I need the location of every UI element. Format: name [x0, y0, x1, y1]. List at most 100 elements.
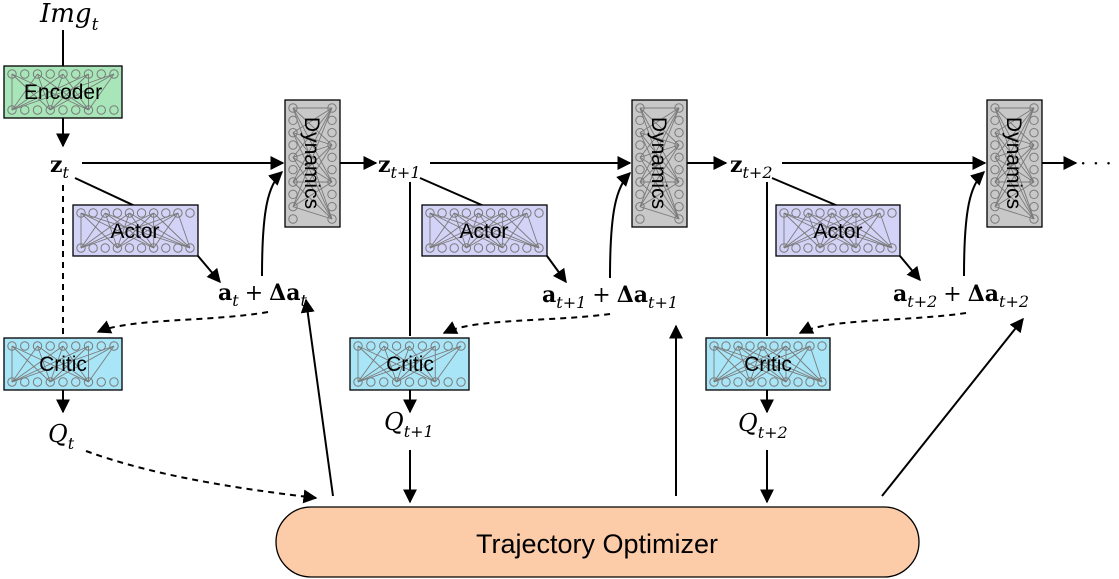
nn-connection	[292, 181, 333, 208]
nn-node	[461, 208, 472, 218]
nn-connection	[994, 206, 1035, 220]
nn-node	[497, 243, 508, 253]
nn-node	[674, 127, 684, 138]
nn-node	[805, 377, 815, 387]
nn-connection	[37, 73, 51, 111]
nn-node	[990, 214, 1000, 224]
nn-node	[1029, 189, 1039, 200]
nn-connection	[994, 107, 1035, 207]
nn-node	[58, 69, 68, 79]
nn-connection	[88, 345, 115, 383]
nn-node	[425, 243, 435, 253]
actor-to-action-edge	[546, 255, 567, 284]
nn-node	[327, 152, 337, 163]
nn-node	[839, 243, 849, 253]
nn-node	[83, 69, 94, 79]
nn-node	[32, 341, 43, 351]
nn-node	[353, 341, 363, 351]
action-to-dynamics-edge	[261, 171, 284, 277]
action-to-critic-edge	[96, 311, 269, 334]
trajectory-optimizer-box	[275, 506, 920, 578]
nn-node	[534, 243, 544, 253]
nn-node	[635, 152, 645, 163]
nn-node	[733, 377, 743, 387]
nn-node	[327, 189, 337, 200]
action-to-critic-edge	[798, 312, 967, 334]
nn-node	[288, 164, 298, 175]
nn-node	[288, 115, 298, 126]
q-value-label: Qt	[48, 420, 75, 453]
nn-node	[391, 341, 402, 351]
nn-node	[461, 243, 472, 253]
latent-state-label: zt	[50, 152, 70, 182]
nn-node	[109, 105, 119, 115]
nn-node	[863, 208, 873, 218]
nn-node	[674, 214, 684, 224]
nn-node	[745, 377, 755, 387]
nn-node	[366, 377, 376, 387]
nn-connection	[761, 345, 787, 383]
nn-connection	[639, 157, 680, 220]
nn-node	[7, 105, 17, 115]
nn-connection	[177, 212, 191, 249]
nn-node	[745, 341, 755, 351]
nn-node	[148, 208, 159, 218]
nn-node	[674, 177, 684, 187]
nn-node	[58, 377, 68, 387]
nn-connection	[80, 212, 154, 249]
nn-connection	[292, 157, 333, 220]
nn-node	[430, 377, 440, 387]
nn-connection	[357, 345, 410, 383]
nn-node	[635, 177, 645, 187]
nn-connection	[292, 107, 333, 158]
nn-node	[20, 341, 30, 351]
nn-node	[709, 341, 719, 351]
ellipsis-label: · · ·	[1080, 151, 1112, 175]
nn-node	[1029, 152, 1039, 163]
nn-connection	[292, 107, 333, 207]
nn-node	[58, 341, 68, 351]
nn-connection	[466, 212, 503, 249]
optimizer-to-action-edge	[881, 317, 1024, 497]
encoder-block: Encoder	[3, 65, 123, 119]
nn-node	[76, 208, 86, 218]
actor-to-action-edge	[197, 255, 221, 284]
nn-node	[791, 208, 801, 218]
nn-connection	[465, 212, 479, 249]
nn-node	[456, 377, 466, 387]
dynamics-label: Dynamics	[647, 117, 670, 209]
nn-node	[733, 341, 743, 351]
nn-connection	[761, 345, 823, 383]
nn-connection	[749, 345, 787, 383]
nn-node	[473, 243, 484, 253]
q-value-label: Qt+2	[738, 409, 788, 442]
nn-connection	[62, 345, 89, 383]
nn-connection	[737, 345, 751, 383]
nn-connection	[713, 345, 751, 383]
nn-node	[473, 208, 484, 218]
nn-node	[990, 189, 1000, 200]
nn-connection	[639, 144, 680, 207]
nn-connection	[117, 212, 179, 249]
nn-connection	[831, 212, 857, 249]
nn-connection	[11, 345, 89, 383]
nn-connection	[357, 345, 462, 383]
nn-node	[793, 341, 803, 351]
nn-connection	[129, 212, 155, 249]
nn-node	[674, 152, 684, 163]
nn-connection	[434, 345, 462, 383]
action-label: at+Δat	[218, 280, 307, 310]
nn-connection	[783, 212, 881, 249]
nn-node	[522, 243, 532, 253]
nn-connection	[819, 212, 857, 249]
nn-connection	[429, 212, 503, 249]
nn-node	[815, 208, 825, 218]
q-to-optimizer-edge	[85, 450, 318, 504]
optimizer-to-action-edge	[300, 298, 334, 497]
nn-connection	[713, 345, 787, 383]
critic-label: Critic	[744, 353, 792, 376]
nn-connection	[639, 107, 680, 207]
nn-node	[674, 103, 684, 113]
nn-node	[32, 69, 43, 79]
